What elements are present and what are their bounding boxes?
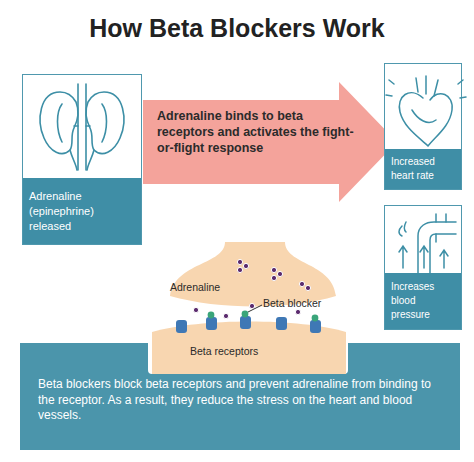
adrenaline-dot <box>295 309 300 314</box>
adrenaline-dot <box>305 285 310 290</box>
arrow-shape <box>143 82 397 202</box>
beta-receptor <box>176 320 187 333</box>
adrenaline-dot <box>271 267 276 272</box>
summary-band: Beta blockers block beta receptors and p… <box>20 343 460 450</box>
nerve-terminal <box>170 242 336 307</box>
beta-blocker-molecule <box>312 315 319 322</box>
label-strip: Adrenaline (epinephrine) released <box>23 178 141 244</box>
label-strip: Increased heart rate <box>385 149 461 189</box>
box-label: Increases blood pressure <box>391 280 455 322</box>
arrow-label: Adrenaline binds to beta receptors and a… <box>157 108 362 156</box>
beta-receptor <box>276 317 287 330</box>
summary-text: Beta blockers block beta receptors and p… <box>38 377 444 424</box>
part-label: Adrenaline <box>170 281 220 293</box>
effect-box: Increased heart rate <box>384 63 462 190</box>
beta-blocker-molecule <box>242 311 249 318</box>
box-label: Increased heart rate <box>391 155 455 183</box>
adrenaline-dot <box>237 259 242 264</box>
beta-receptor <box>206 317 217 330</box>
label-strip: Increases blood pressure <box>385 273 461 329</box>
beta-blocker-molecule <box>208 312 215 319</box>
adrenaline-dot <box>271 275 276 280</box>
arrow-text-wrap: Adrenaline binds to beta receptors and a… <box>157 108 362 156</box>
adrenaline-dot <box>223 313 228 318</box>
leader-line <box>248 305 262 312</box>
adrenaline-dot <box>299 281 304 286</box>
adrenaline-dot <box>237 267 242 272</box>
adrenaline-dot <box>249 303 254 308</box>
adrenaline-dot <box>277 271 282 276</box>
part-label: Beta blocker <box>263 297 321 309</box>
effect-box: Increases blood pressure <box>384 205 462 330</box>
adrenaline-dot <box>193 307 198 312</box>
process-arrow: Adrenaline binds to beta receptors and a… <box>143 82 397 202</box>
source-box: Adrenaline (epinephrine) released <box>22 74 142 245</box>
part-label: Beta receptors <box>190 345 258 357</box>
adrenaline-dot <box>243 263 248 268</box>
box-label: Adrenaline (epinephrine) released <box>29 189 135 234</box>
beta-receptor <box>310 320 321 333</box>
beta-receptor <box>240 316 251 329</box>
diagram-title: How Beta Blockers Work <box>0 14 474 43</box>
